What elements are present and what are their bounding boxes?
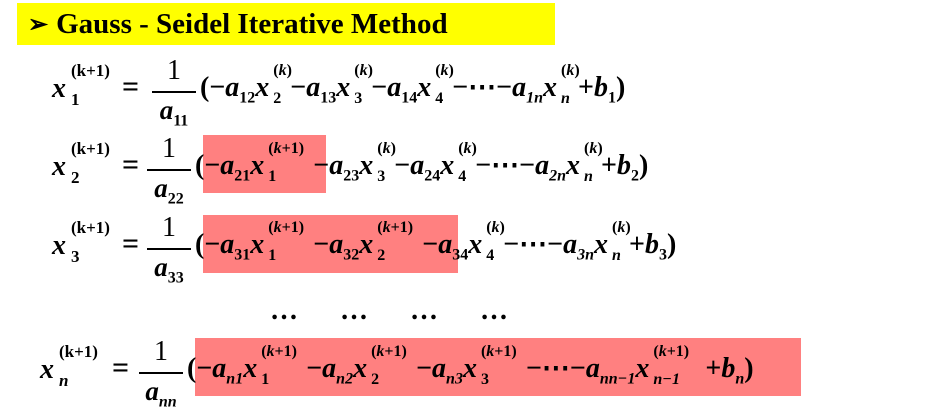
ellipsis-row: …………	[270, 295, 508, 326]
equals-sign: =	[122, 148, 140, 181]
equals-sign: =	[122, 70, 140, 103]
equation-2: x (k+1) 2 = 1 a22 (−a21x(k+1)1 −a23x(k)3…	[52, 133, 649, 208]
equals-sign: =	[122, 227, 140, 260]
equation-2-lhs: x (k+1) 2	[52, 139, 110, 187]
equation-3: x (k+1) 3 = 1 a33 (−a31x(k+1)1 −a32x(k+1…	[52, 212, 677, 287]
equation-3-expression: (−a31x(k+1)1 −a32x(k+1)2 −a34x(k)4 −⋯−a3…	[195, 219, 677, 264]
page-title: Gauss - Seidel Iterative Method	[56, 7, 448, 40]
title-bar: ➢ Gauss - Seidel Iterative Method	[17, 3, 555, 45]
equation-n-expression: (−an1x(k+1)1 −an2x(k+1)2 −an3x(k+1)3 −⋯−…	[187, 343, 754, 388]
arrow-bullet-icon: ➢	[28, 11, 49, 38]
equation-1-lhs: x (k+1) 1	[52, 61, 110, 109]
highlight-box	[195, 338, 801, 396]
highlight-box	[203, 215, 458, 273]
equation-2-expression: (−a21x(k+1)1 −a23x(k)3 −a24x(k)4 −⋯−a2nx…	[195, 140, 649, 185]
equation-1: x (k+1) 1 = 1 a11 (−a12x(k)2 −a13x(k)3 −…	[52, 55, 626, 130]
equals-sign: =	[112, 351, 130, 384]
equation-3-lhs: x (k+1) 3	[52, 218, 110, 266]
highlight-box	[203, 135, 326, 193]
equation-n-lhs: x (k+1) n	[40, 342, 98, 390]
equation-1-expression: (−a12x(k)2 −a13x(k)3 −a14x(k)4 −⋯−a1nx(k…	[200, 62, 626, 107]
equation-n: x (k+1) n = 1 ann (−an1x(k+1)1 −an2x(k+1…	[0, 336, 951, 410]
